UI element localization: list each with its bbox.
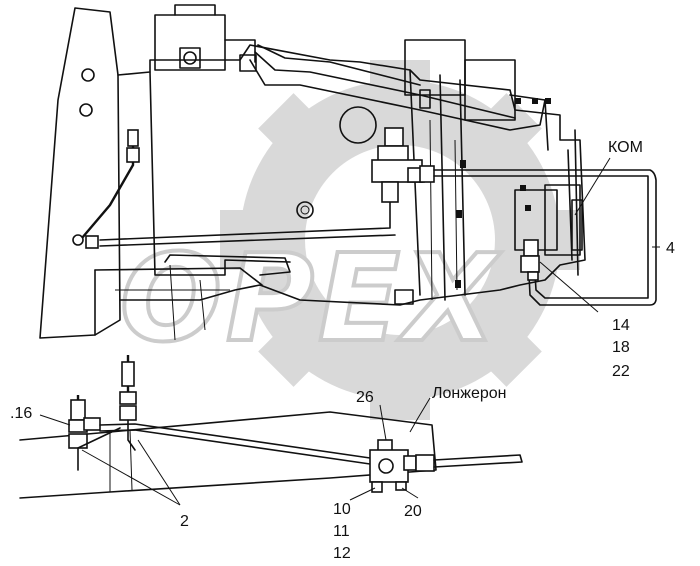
- leader-lines: [39, 157, 660, 506]
- label-16: .16: [10, 405, 32, 422]
- pto-unit: [514, 129, 583, 276]
- label-2: 2: [180, 513, 189, 530]
- label-22: 22: [612, 363, 630, 380]
- flywheel-housing-plate: [39, 7, 121, 339]
- label-20: 20: [404, 503, 422, 520]
- frame-rail-section: [19, 355, 523, 499]
- frame-rail: [19, 411, 437, 499]
- label-4: 4: [666, 240, 675, 257]
- mount-hole-2: [79, 103, 93, 117]
- mount-hole-1: [81, 68, 95, 82]
- label-14: 14: [612, 317, 630, 334]
- inspection-cover: [339, 106, 377, 144]
- upper-air-lines: [72, 127, 657, 306]
- label-18: 18: [612, 339, 630, 356]
- top-valve-block: [154, 14, 226, 71]
- label-longeron: Лонжерон: [432, 385, 506, 402]
- label-26: 26: [356, 389, 374, 406]
- label-10: 10: [333, 501, 351, 518]
- frame-air-valve: [369, 439, 435, 493]
- label-11: 11: [333, 523, 350, 540]
- label-12: 12: [333, 545, 351, 562]
- engine-assembly: [39, 4, 586, 341]
- watermark-gear: [220, 60, 580, 420]
- central-air-valve: [371, 127, 435, 203]
- label-kom: КОМ: [608, 139, 643, 156]
